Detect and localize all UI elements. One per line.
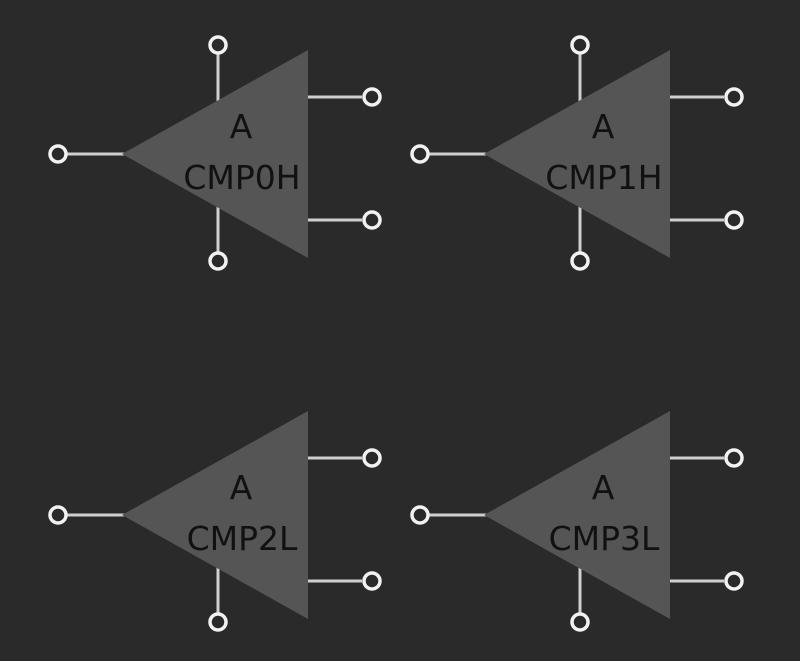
bottom-pin[interactable] (570, 612, 590, 632)
comparator-body[interactable] (484, 411, 670, 619)
bottom-pin[interactable] (208, 612, 228, 632)
component-name-label: CMP0H (183, 158, 300, 197)
bottom-pin[interactable] (208, 251, 228, 271)
input-pin[interactable] (48, 505, 68, 525)
component-type-label: A (230, 107, 253, 146)
top-pin[interactable] (208, 35, 228, 55)
comparator-body[interactable] (122, 411, 308, 619)
top-pin[interactable] (570, 35, 590, 55)
comparator-body[interactable] (484, 50, 670, 258)
input-pin[interactable] (410, 505, 430, 525)
component-name-label: CMP3L (549, 519, 660, 558)
output-pin-high[interactable] (362, 448, 382, 468)
component-type-label: A (592, 107, 615, 146)
component-type-label: A (230, 468, 253, 507)
comparator-cmp1h[interactable]: A CMP1H (410, 35, 744, 271)
input-pin[interactable] (48, 144, 68, 164)
output-pin-high[interactable] (362, 87, 382, 107)
comparator-cmp2l[interactable]: A CMP2L (48, 411, 382, 632)
output-pin-low[interactable] (362, 571, 382, 591)
comparator-body[interactable] (122, 50, 308, 258)
output-pin-low[interactable] (724, 571, 744, 591)
comparator-cmp3l[interactable]: A CMP3L (410, 411, 744, 632)
input-pin[interactable] (410, 144, 430, 164)
output-pin-low[interactable] (362, 210, 382, 230)
bottom-pin[interactable] (570, 251, 590, 271)
component-name-label: CMP2L (187, 519, 298, 558)
output-pin-high[interactable] (724, 87, 744, 107)
component-name-label: CMP1H (545, 158, 662, 197)
comparator-cmp0h[interactable]: A CMP0H (48, 35, 382, 271)
component-type-label: A (592, 468, 615, 507)
output-pin-high[interactable] (724, 448, 744, 468)
output-pin-low[interactable] (724, 210, 744, 230)
